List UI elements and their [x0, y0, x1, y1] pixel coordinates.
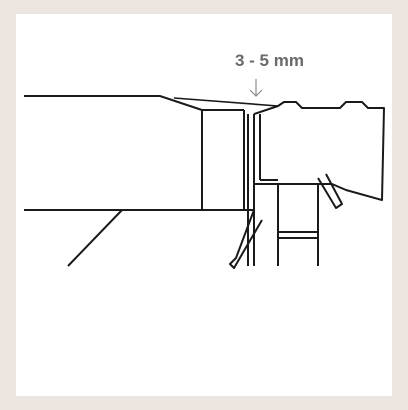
countertop-block: [24, 95, 203, 211]
right-clip: [317, 173, 343, 209]
diagram-panel: 3 - 5 mm: [16, 14, 392, 396]
measurement-label: 3 - 5 mm: [235, 51, 304, 70]
installation-diagram: 3 - 5 mm: [24, 51, 385, 269]
reference-line: [173, 97, 279, 107]
cabinet-side: [202, 109, 245, 210]
base-lines: [24, 209, 254, 267]
sink-rim: [253, 101, 385, 201]
mounting-bracket: [254, 183, 319, 266]
down-arrow-icon: [249, 79, 263, 97]
left-clip: [229, 209, 263, 269]
sink-wall: [247, 114, 278, 266]
